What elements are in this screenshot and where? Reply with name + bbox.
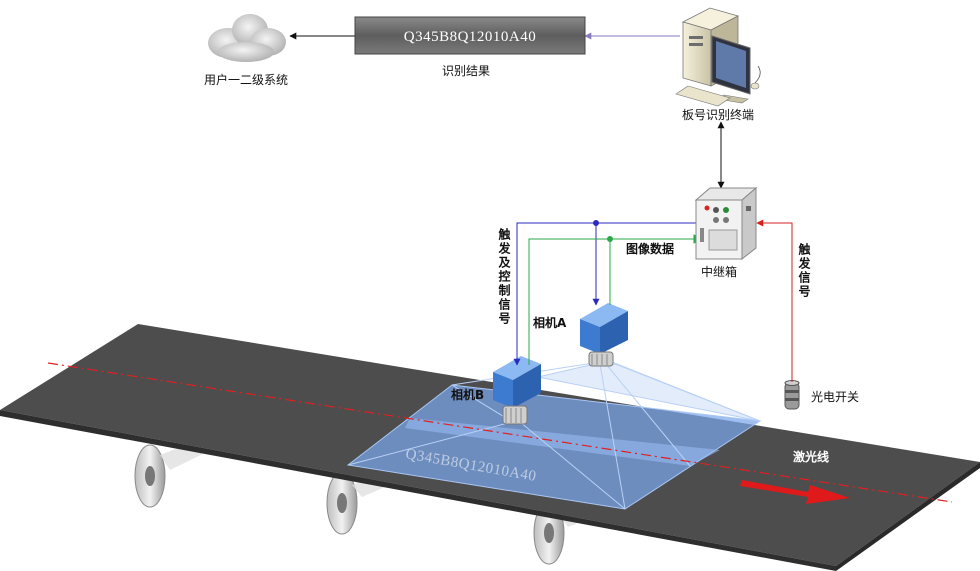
trigger-signal-line [756, 219, 793, 382]
motion-arrow [740, 480, 850, 504]
computer-icon [675, 7, 761, 107]
control-signal-lines [513, 220, 696, 366]
cloud-label: 用户一二级系统 [204, 72, 288, 87]
laser-line [47, 362, 953, 503]
camera-a-label: 相机A [533, 315, 567, 330]
image-data-label: 图像数据 [626, 241, 674, 256]
cloud-icon [208, 14, 286, 62]
terminal-label: 板号识别终端 [682, 107, 754, 122]
laser-line-label: 激光线 [793, 449, 829, 464]
trigger-control-label: 触发及控制信号 [497, 227, 511, 326]
relay-cabinet-icon [694, 186, 758, 261]
result-box: Q345B8Q12010A40 [354, 16, 586, 55]
relay-box-label: 中继箱 [701, 264, 737, 279]
trigger-signal-label: 触发信号 [797, 242, 811, 299]
photo-switch-icon [784, 380, 800, 410]
photo-switch-label: 光电开关 [811, 390, 859, 404]
camera-a [580, 303, 628, 367]
result-plate-number: Q345B8Q12010A40 [404, 29, 537, 45]
result-caption: 识别结果 [442, 64, 490, 78]
camera-b-label: 相机B [451, 387, 484, 402]
roller-left [134, 444, 166, 508]
